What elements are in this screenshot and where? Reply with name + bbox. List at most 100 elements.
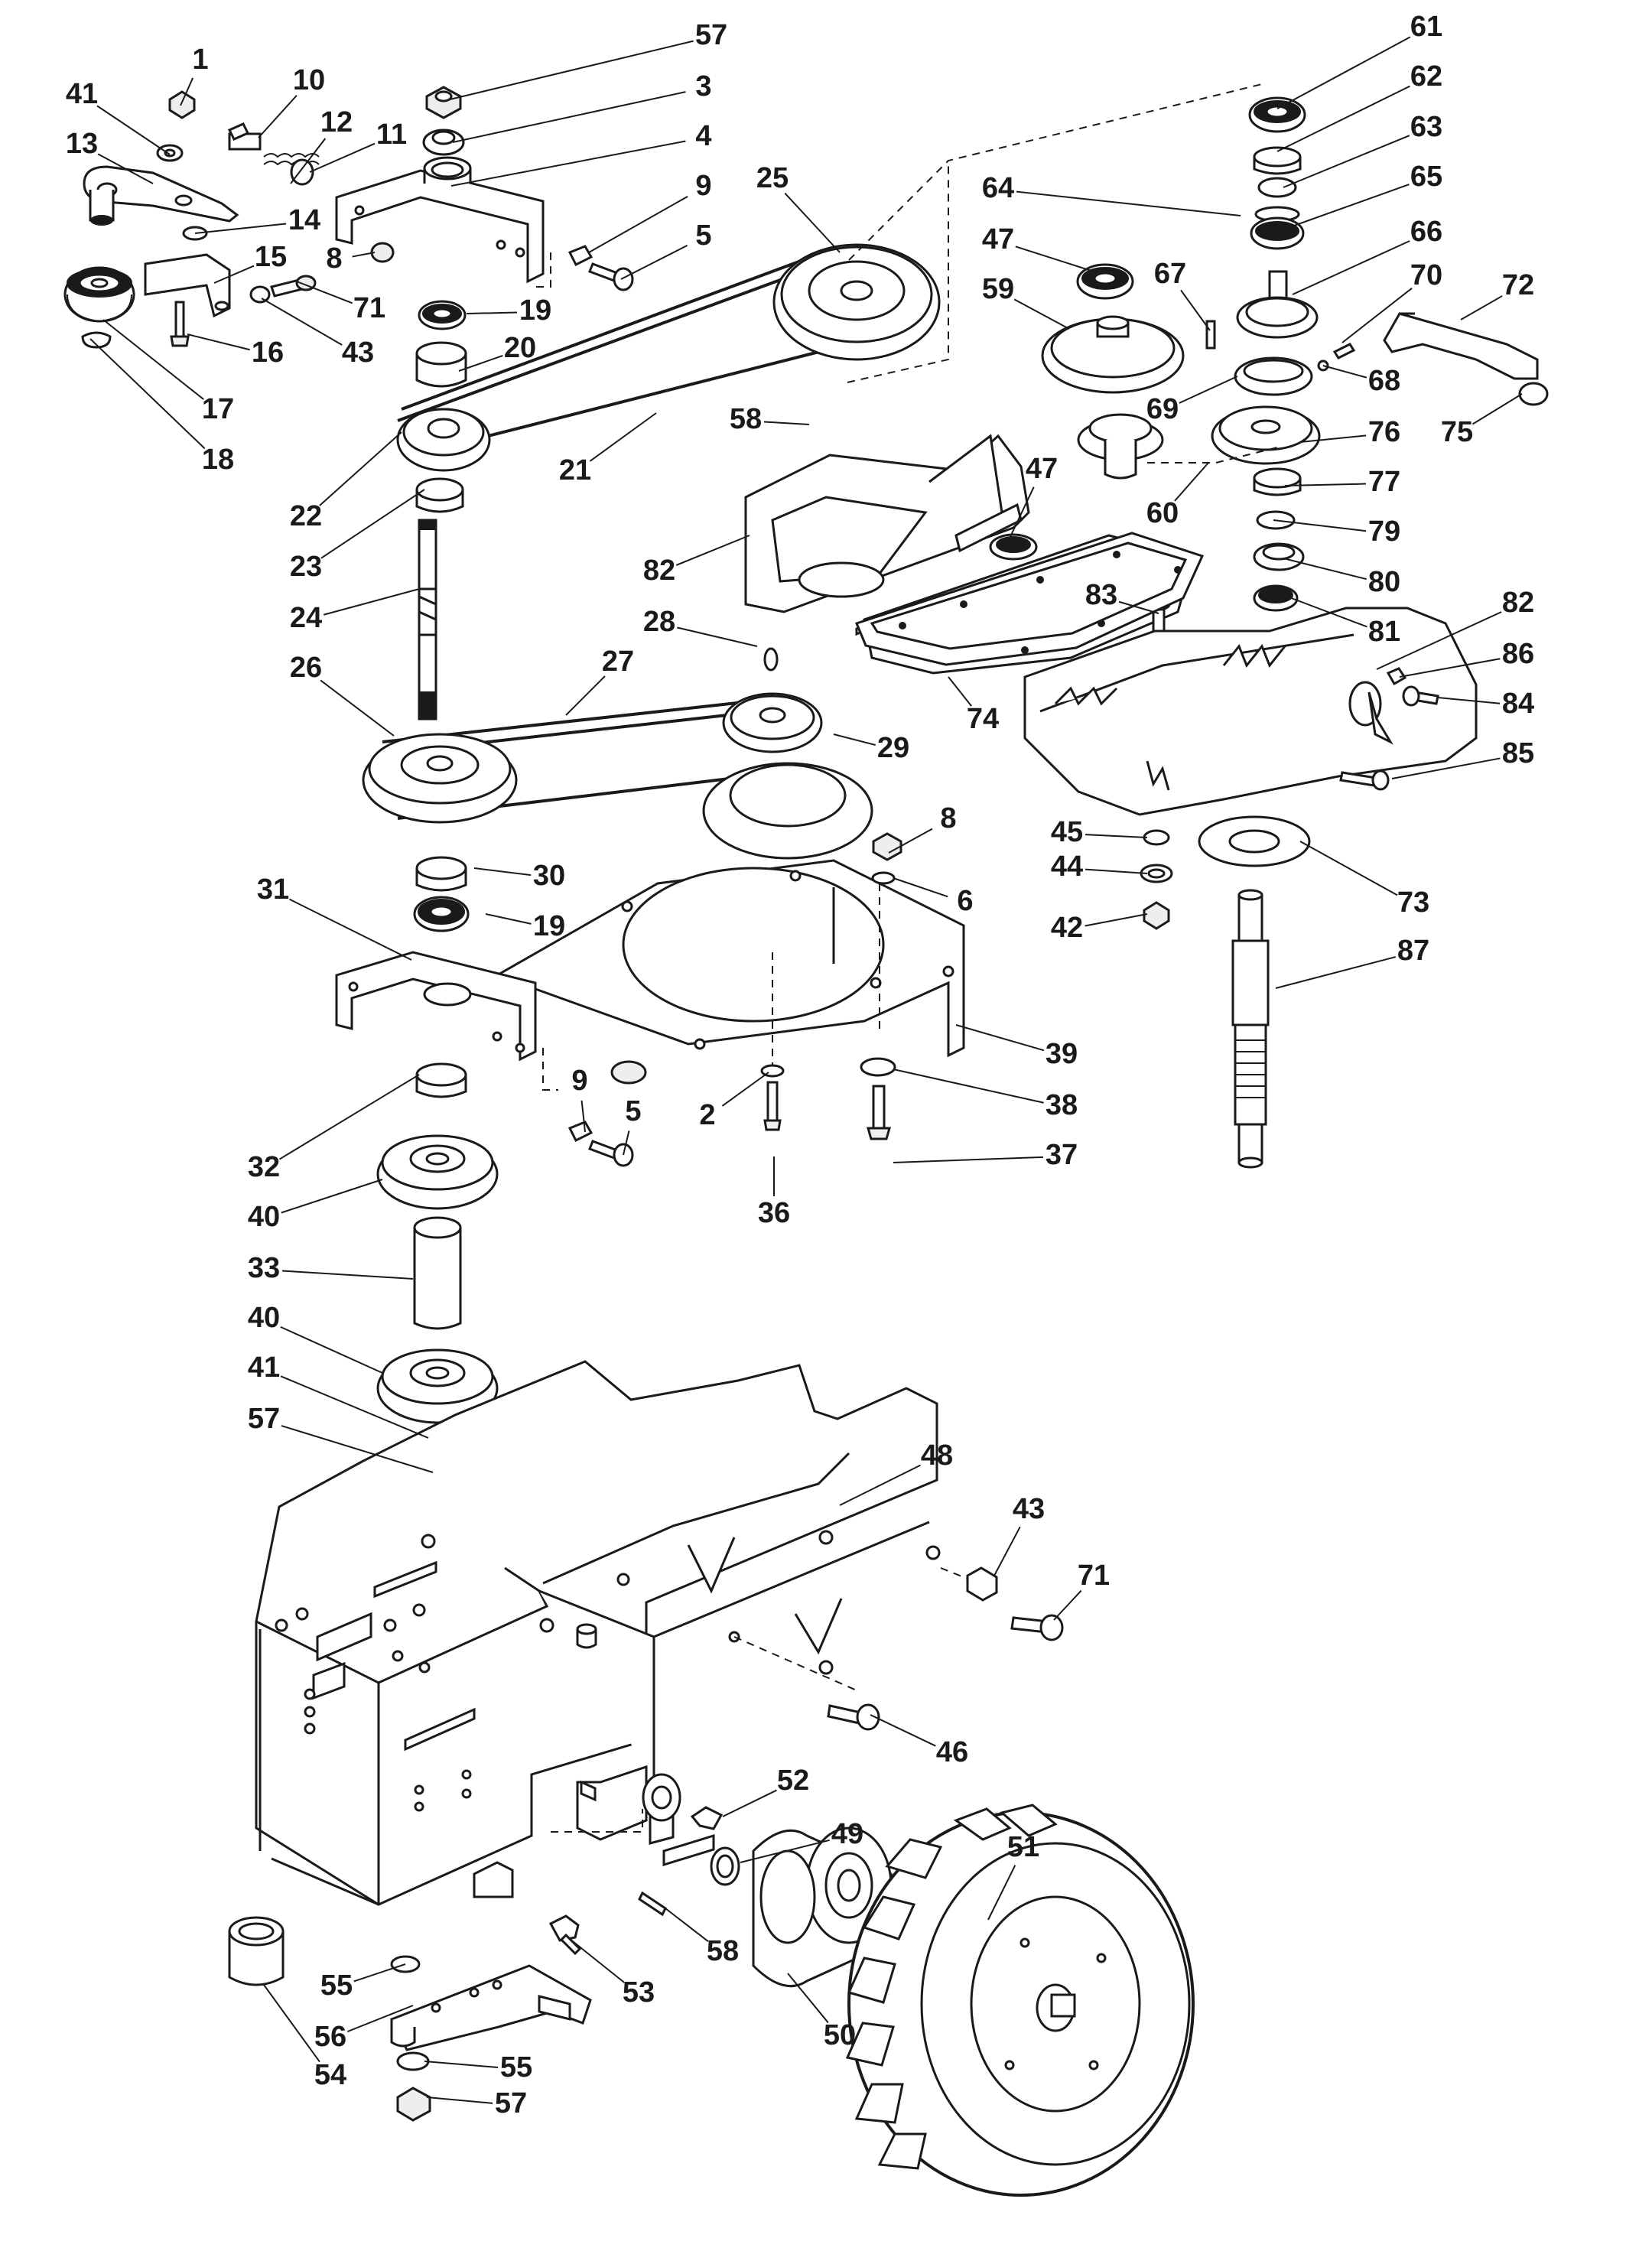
part-label-71a: 71 [353, 292, 385, 324]
part-label-42: 42 [1051, 912, 1083, 944]
part-label-66: 66 [1410, 216, 1442, 248]
part-label-54: 54 [314, 2059, 346, 2091]
leader-line-51 [987, 1865, 1016, 1921]
part-label-43b: 43 [1013, 1493, 1045, 1525]
leader-line-74 [948, 676, 972, 707]
leader-line-79 [1273, 519, 1367, 532]
leader-line-56 [346, 2005, 414, 2033]
leader-line-43b [993, 1526, 1021, 1576]
leader-line-4 [450, 140, 686, 187]
leader-line-71a [296, 281, 353, 304]
leader-lines [89, 36, 1523, 2104]
leader-line-57b [281, 1425, 434, 1473]
part-label-84: 84 [1502, 688, 1534, 720]
leader-line-11 [309, 142, 376, 173]
part-label-51: 51 [1007, 1831, 1039, 1863]
part-label-29: 29 [877, 732, 909, 764]
part-label-27: 27 [602, 646, 634, 678]
part-label-12: 12 [320, 106, 353, 138]
part-label-38: 38 [1046, 1089, 1078, 1121]
leader-line-40a [281, 1179, 383, 1214]
part-label-70: 70 [1410, 259, 1442, 291]
leader-line-8b [888, 828, 933, 854]
leader-line-39 [955, 1024, 1045, 1052]
gasket-74 [854, 532, 1205, 666]
leader-line-44 [1085, 868, 1148, 874]
leader-line-28 [677, 626, 758, 647]
part-label-68: 68 [1368, 365, 1400, 397]
leader-line-17 [102, 319, 204, 400]
leader-line-24 [323, 588, 420, 616]
part-label-47a: 47 [1026, 453, 1058, 485]
leader-line-1 [180, 77, 194, 106]
part-label-19a: 19 [519, 294, 551, 327]
part-label-44: 44 [1051, 851, 1083, 883]
part-label-56: 56 [314, 2021, 346, 2053]
part-label-31: 31 [257, 873, 289, 906]
leader-line-18 [89, 338, 206, 450]
leader-line-71b [1053, 1589, 1082, 1621]
part-label-4: 4 [695, 120, 711, 152]
leader-line-27 [565, 675, 606, 716]
leader-line-81 [1283, 594, 1367, 628]
part-label-86: 86 [1502, 638, 1534, 670]
leader-line-9b [580, 1100, 586, 1133]
part-label-24: 24 [290, 602, 322, 634]
leader-line-52 [722, 1789, 777, 1817]
part-label-52: 52 [777, 1765, 809, 1797]
leader-line-37 [893, 1156, 1044, 1163]
part-label-32: 32 [248, 1151, 280, 1183]
leader-line-82a [675, 535, 750, 566]
part-label-1: 1 [192, 44, 208, 76]
part-label-55b: 55 [500, 2051, 532, 2083]
upper-belt-drive [396, 243, 941, 472]
part-label-10: 10 [293, 64, 325, 96]
leader-line-25 [784, 192, 841, 253]
lower-left-bracket [335, 856, 634, 1488]
leader-line-76 [1299, 434, 1367, 443]
upper-center-bracket [335, 86, 634, 388]
part-label-55a: 55 [320, 1970, 353, 2002]
part-label-30: 30 [533, 860, 565, 892]
upper-left-linkage [63, 90, 320, 349]
part-label-77: 77 [1368, 466, 1400, 498]
part-label-58b: 58 [707, 1935, 739, 1967]
leader-line-66 [1292, 240, 1410, 295]
part-label-43a: 43 [342, 337, 374, 369]
part-label-28: 28 [643, 606, 675, 638]
part-label-83: 83 [1085, 579, 1117, 611]
part-label-19b: 19 [533, 910, 565, 942]
leader-line-31 [289, 898, 412, 961]
leader-line-10 [258, 95, 298, 138]
leader-line-47b [1015, 246, 1094, 272]
part-label-21: 21 [559, 454, 591, 486]
leader-line-2 [721, 1072, 769, 1107]
leader-line-82b [1376, 611, 1502, 670]
part-label-60: 60 [1146, 497, 1179, 529]
lower-belt-drive [362, 647, 873, 860]
leader-line-67 [1180, 289, 1211, 331]
leader-line-13 [97, 153, 154, 184]
leader-line-85 [1391, 757, 1501, 779]
part-label-50: 50 [824, 2019, 856, 2051]
leader-line-62 [1276, 85, 1410, 152]
part-label-15: 15 [255, 241, 287, 273]
part-label-57a: 57 [695, 19, 727, 51]
part-label-22: 22 [290, 500, 322, 532]
part-label-81: 81 [1368, 616, 1400, 648]
leader-line-29 [833, 734, 876, 747]
part-label-67: 67 [1154, 258, 1186, 290]
leader-line-32 [279, 1074, 420, 1160]
leader-line-77 [1284, 483, 1367, 486]
frame-48 [255, 1360, 980, 1906]
leader-line-43a [261, 298, 343, 346]
leader-line-41b [280, 1375, 429, 1439]
part-label-5a: 5 [695, 220, 711, 252]
frame-hardware [548, 1566, 1064, 1956]
part-label-79: 79 [1368, 516, 1400, 548]
part-label-9a: 9 [695, 170, 711, 202]
part-label-59: 59 [982, 273, 1014, 305]
part-label-33: 33 [248, 1252, 280, 1284]
leader-line-59 [1013, 298, 1070, 330]
